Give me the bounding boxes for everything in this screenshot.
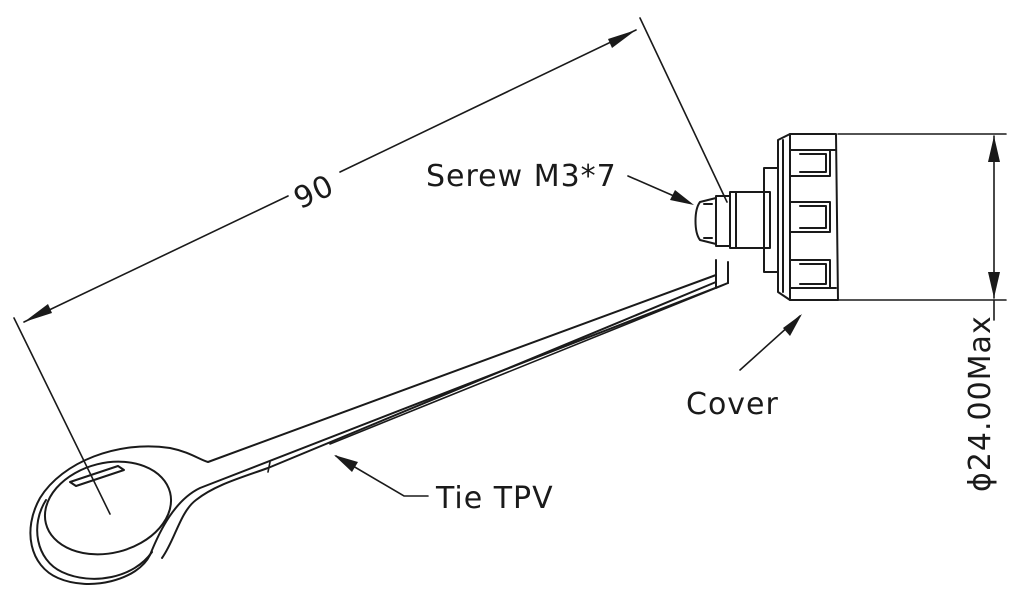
dimension-diameter-label: ϕ24.00Max: [963, 315, 998, 492]
screw-part: [694, 195, 731, 247]
cover-grip-ribs: [789, 149, 831, 289]
dimension-diameter: ϕ24.00Max: [837, 133, 1007, 492]
dimension-length: 90: [13, 17, 728, 515]
tie-tpv-part: [29, 259, 729, 585]
cover-stem: [729, 191, 771, 249]
tie-ring-contour: [36, 499, 153, 580]
screw-head: [694, 197, 717, 245]
dim-line-90-a: [23, 195, 289, 323]
callout-screw: Serew M3*7: [426, 159, 694, 205]
callout-tie: Tie TPV: [334, 455, 554, 516]
dim-line-90-b: [339, 29, 637, 173]
label-tie: Tie TPV: [435, 481, 554, 516]
tie-hole-notch: [69, 465, 125, 487]
callout-cover: Cover: [686, 314, 802, 422]
label-cover: Cover: [686, 387, 779, 422]
screw-shank: [715, 195, 731, 247]
cover-part: [729, 133, 839, 301]
tie-band-line: [267, 287, 717, 473]
tie-inner-outline: [161, 259, 729, 559]
tie-loop-hole: [43, 460, 173, 556]
dimension-90-label: 90: [289, 168, 340, 217]
tie-outer-outline: [29, 274, 729, 585]
label-screw: Serew M3*7: [426, 159, 617, 194]
